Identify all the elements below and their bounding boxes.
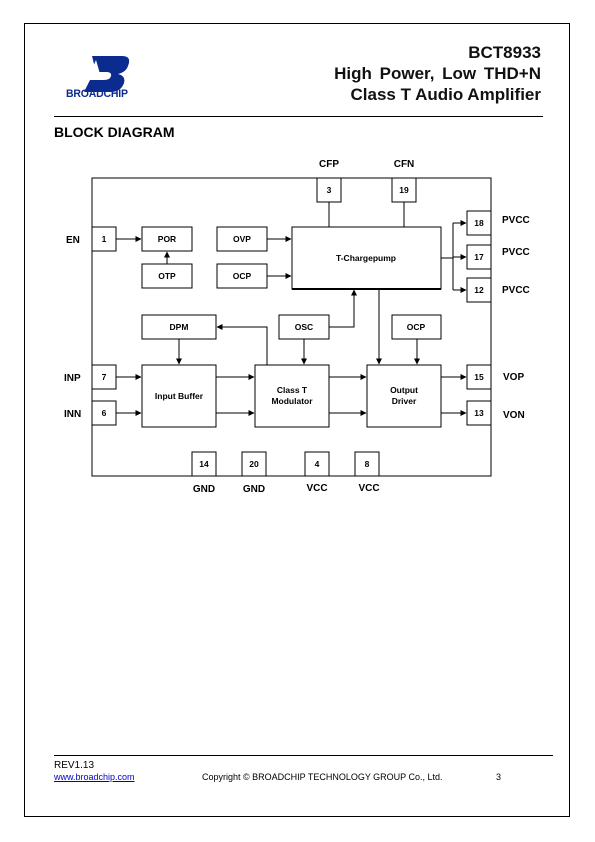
block-driver <box>366 364 442 428</box>
pin-name-inp: INP <box>64 373 81 384</box>
pin-box-von <box>466 400 492 426</box>
pin-num-pvcc2: 17 <box>474 252 484 262</box>
block-ocp1 <box>216 263 268 289</box>
pin-num-vcc1: 4 <box>315 459 320 469</box>
pin-num-inp: 7 <box>102 372 107 382</box>
pin-box-cfn <box>391 177 417 203</box>
label-modulator-2: Modulator <box>271 396 313 406</box>
pin-num-vop: 15 <box>474 372 484 382</box>
pin-num-cfn: 19 <box>399 185 409 195</box>
pin-name-pvcc2: PVCC <box>502 247 530 258</box>
block-dpm <box>141 314 217 340</box>
pin-num-gnd2: 20 <box>249 459 259 469</box>
pin-num-pvcc3: 12 <box>474 285 484 295</box>
pin-name-vop: VOP <box>503 372 524 383</box>
copyright: Copyright © BROADCHIP TECHNOLOGY GROUP C… <box>202 772 443 782</box>
pin-num-von: 13 <box>474 408 484 418</box>
pin-num-cfp: 3 <box>327 185 332 195</box>
pin-box-vcc2 <box>354 451 380 477</box>
label-dpm: DPM <box>170 322 189 332</box>
block-por <box>141 226 193 252</box>
pin-name-gnd2: GND <box>243 484 265 495</box>
pin-box-pvcc3 <box>466 277 492 303</box>
block-chargepump <box>291 226 442 290</box>
pin-box-pvcc2 <box>466 244 492 270</box>
revision: REV1.13 <box>54 760 95 771</box>
header-line-3: Class T Audio Amplifier <box>350 85 542 104</box>
pin-box-vcc1 <box>304 451 330 477</box>
pin-num-en: 1 <box>102 234 107 244</box>
page-number: 3 <box>496 772 502 782</box>
page-frame <box>24 23 570 817</box>
pin-num-pvcc1: 18 <box>474 218 484 228</box>
pin-name-pvcc1: PVCC <box>502 215 530 226</box>
pin-box-gnd2 <box>241 451 267 477</box>
label-ovp: OVP <box>233 234 251 244</box>
block-input-buffer <box>141 364 217 428</box>
label-ocp1: OCP <box>233 271 252 281</box>
part-number: BCT8933 <box>468 43 541 62</box>
label-ocp2: OCP <box>407 322 426 332</box>
block-modulator <box>254 364 330 428</box>
header-line-2: High Power, Low THD+N <box>334 64 541 83</box>
pin-num-gnd1: 14 <box>199 459 209 469</box>
header-divider <box>54 116 543 117</box>
logo-wordmark: BROADCHIP <box>66 87 128 101</box>
pin-box-vop <box>466 364 492 390</box>
pin-name-inn: INN <box>64 409 81 420</box>
pin-box-en <box>91 226 117 252</box>
label-driver-2: Driver <box>392 396 417 406</box>
pin-name-vcc1: VCC <box>306 483 327 494</box>
pin-box-cfp <box>316 177 342 203</box>
pin-name-vcc2: VCC <box>358 483 379 494</box>
broadchip-logo <box>84 56 130 92</box>
pin-num-vcc2: 8 <box>365 459 370 469</box>
label-driver-1: Output <box>390 385 418 395</box>
pin-name-von: VON <box>503 410 525 421</box>
label-chargepump: T-Chargepump <box>336 253 396 263</box>
pin-name-en: EN <box>66 235 80 246</box>
label-osc: OSC <box>295 322 313 332</box>
pin-name-cfp: CFP <box>319 159 339 170</box>
block-otp <box>141 263 193 289</box>
label-por: POR <box>158 234 176 244</box>
pin-box-inn <box>91 400 117 426</box>
pin-box-pvcc1 <box>466 210 492 236</box>
pin-num-inn: 6 <box>102 408 107 418</box>
label-otp: OTP <box>158 271 176 281</box>
pin-name-gnd1: GND <box>193 484 215 495</box>
website-link[interactable]: www.broadchip.com <box>54 772 135 782</box>
pin-box-gnd1 <box>191 451 217 477</box>
pin-name-cfn: CFN <box>394 159 415 170</box>
footer-divider <box>54 755 553 756</box>
pin-name-pvcc3: PVCC <box>502 285 530 296</box>
label-input-buffer: Input Buffer <box>155 391 204 401</box>
section-title: BLOCK DIAGRAM <box>54 124 175 140</box>
block-ovp <box>216 226 268 252</box>
chip-body <box>91 177 492 477</box>
label-modulator-1: Class T <box>277 385 308 395</box>
